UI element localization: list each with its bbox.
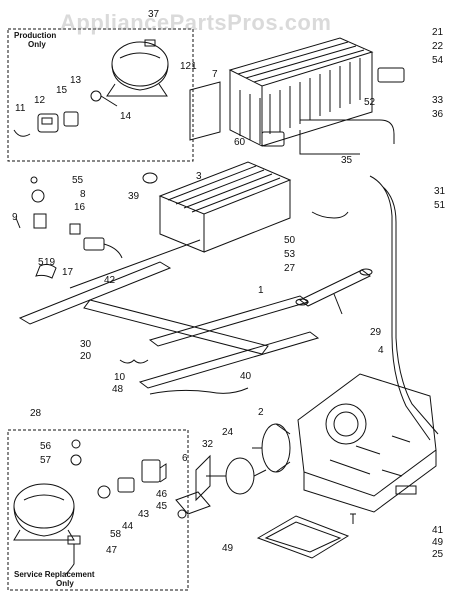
- callout-15: 15: [56, 85, 68, 96]
- drain-pan-25: [256, 515, 350, 559]
- callout-55: 55: [72, 175, 84, 186]
- callout-41: 41: [432, 525, 444, 536]
- tube-50: [311, 211, 349, 219]
- callout-25: 25: [432, 549, 444, 560]
- fan-motor-assembly: [175, 423, 291, 519]
- callout-16: 16: [74, 202, 86, 213]
- callout-11: 11: [15, 103, 26, 114]
- callout-6: 6: [182, 453, 188, 464]
- service-replacement-line2: Only: [56, 579, 74, 589]
- compressor-service: [13, 483, 81, 575]
- callout-43: 43: [138, 509, 150, 520]
- callout-7: 7: [212, 69, 218, 80]
- callout-12: 12: [34, 95, 46, 106]
- callout-58: 58: [110, 529, 122, 540]
- production-only-line2: Only: [28, 40, 46, 50]
- bracket-7: [189, 81, 221, 141]
- watermark: AppliancePartsPros.com: [60, 10, 332, 35]
- callout-40: 40: [240, 371, 252, 382]
- callout-45: 45: [156, 501, 168, 512]
- callout-32: 32: [202, 439, 214, 450]
- callout-54: 54: [432, 55, 444, 66]
- callout-49-left: 49: [222, 543, 234, 554]
- evaporator-coil: [158, 161, 292, 253]
- callout-20: 20: [80, 351, 92, 362]
- callout-10: 10: [114, 372, 126, 383]
- callout-3: 3: [196, 171, 202, 182]
- callout-8: 8: [80, 189, 86, 200]
- frame-rails: [18, 239, 320, 389]
- callout-19: 19: [44, 257, 56, 268]
- service-replacement-label: Service Replacement Only: [14, 570, 95, 588]
- production-only-box: [7, 28, 194, 162]
- callout-30: 30: [80, 339, 92, 350]
- production-only-line1: Production: [14, 31, 57, 40]
- callout-4: 4: [378, 345, 384, 356]
- callout-22: 22: [432, 41, 444, 52]
- callout-13: 13: [70, 75, 82, 86]
- callout-52: 52: [364, 97, 376, 108]
- callout-60: 60: [234, 137, 246, 148]
- part-54: [377, 67, 405, 83]
- tube-31-51: [369, 175, 439, 441]
- callout-9: 9: [12, 212, 18, 223]
- callout-1: 1: [258, 285, 264, 296]
- callout-44: 44: [122, 521, 134, 532]
- compressor-production: [106, 39, 169, 97]
- callout-48: 48: [112, 384, 124, 395]
- screw-49: [350, 513, 356, 524]
- callout-36: 36: [432, 109, 444, 120]
- callout-42: 42: [104, 275, 116, 286]
- callout-24: 24: [222, 427, 234, 438]
- callout-56: 56: [40, 441, 52, 452]
- callout-121: 121: [180, 61, 197, 72]
- callout-31: 31: [434, 186, 446, 197]
- callout-17: 17: [62, 267, 74, 278]
- cord-48: [149, 387, 249, 395]
- callout-37: 37: [148, 9, 160, 20]
- bracket-plate-41: [297, 373, 437, 513]
- part-39: [142, 172, 158, 184]
- tube-33-36: [299, 119, 395, 155]
- condenser-coil: [228, 37, 374, 147]
- callout-2: 2: [258, 407, 264, 418]
- left-small-parts: [15, 176, 47, 229]
- service-small-parts: [70, 439, 167, 499]
- callout-35: 35: [341, 155, 353, 166]
- callout-14: 14: [120, 111, 132, 122]
- callout-39: 39: [128, 191, 140, 202]
- callout-57: 57: [40, 455, 52, 466]
- relay-parts-production: [13, 90, 118, 137]
- connector-parts: [35, 223, 123, 279]
- production-only-label: Production Only: [14, 31, 56, 49]
- service-replacement-box: [7, 429, 189, 591]
- callout-27: 27: [284, 263, 296, 274]
- callout-28: 28: [30, 408, 42, 419]
- service-replacement-line1: Service Replacement: [14, 570, 95, 579]
- part-60: [261, 131, 285, 147]
- callout-46: 46: [156, 489, 168, 500]
- callout-47: 47: [106, 545, 118, 556]
- callout-5: 5: [38, 257, 44, 268]
- callout-21: 21: [432, 27, 444, 38]
- callout-51: 51: [434, 200, 446, 211]
- drain-trough-27: [295, 268, 373, 315]
- callout-49-right: 49: [432, 537, 444, 548]
- callout-33: 33: [432, 95, 444, 106]
- callout-50: 50: [284, 235, 296, 246]
- callout-29: 29: [370, 327, 382, 338]
- callout-53: 53: [284, 249, 296, 260]
